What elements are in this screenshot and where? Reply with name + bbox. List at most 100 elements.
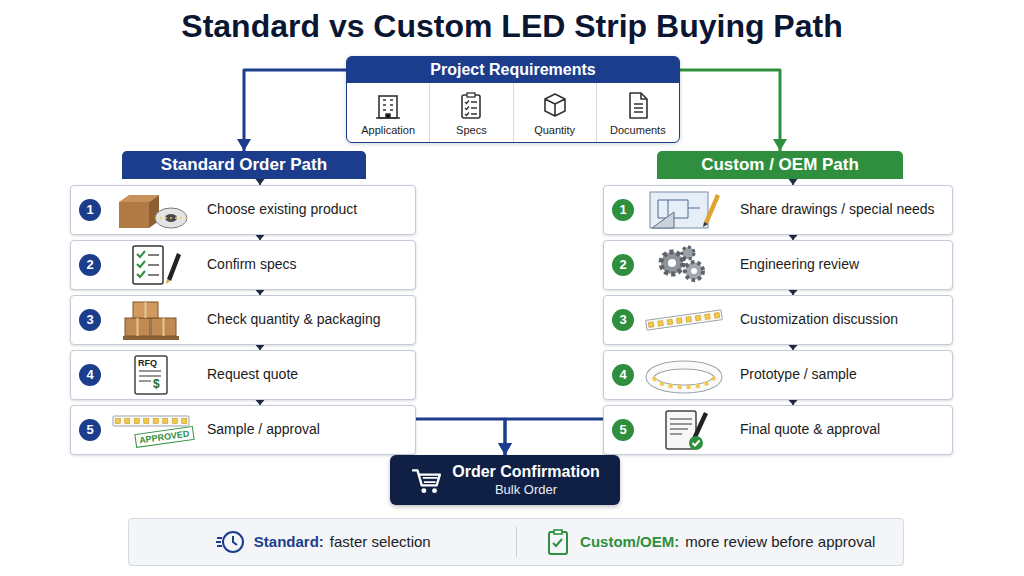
callout-number: 4 [612, 364, 634, 386]
icon-rect [646, 310, 723, 330]
icon-rect [125, 419, 130, 424]
arrowhead [498, 443, 512, 455]
icon-svg [456, 90, 486, 120]
icon-path [166, 279, 170, 284]
icon-path [692, 412, 708, 440]
connector-line [416, 419, 505, 455]
icon-path [545, 94, 565, 116]
icon-pallet [109, 298, 193, 342]
band-key: Standard: [254, 532, 324, 552]
order-box: Order ConfirmationBulk Order [390, 455, 620, 505]
icon-circle [661, 252, 683, 274]
arrowhead [773, 139, 787, 151]
band-divider [516, 527, 517, 557]
icon-path [652, 212, 674, 228]
icon-label: RFQ [138, 358, 157, 368]
icon-path [634, 104, 643, 112]
step-label: Final quote & approval [740, 421, 944, 439]
icon-rect [667, 319, 673, 325]
icon-rect [163, 419, 168, 424]
icon-path [703, 222, 708, 227]
icon-rect [554, 530, 562, 534]
icon-circle [689, 436, 703, 450]
icon-path [658, 200, 700, 218]
connector-line [244, 70, 346, 151]
icon-path [465, 101, 477, 116]
connector [680, 70, 787, 151]
callout-number: 2 [79, 254, 101, 276]
icon-label: $ [153, 377, 160, 391]
callout-number: 4 [79, 364, 101, 386]
icon-path [423, 478, 438, 482]
process-box: 1Share drawings / special needs [603, 185, 953, 235]
process-box: 1Choose existing product [70, 185, 416, 235]
icon-boxreel [109, 188, 193, 232]
icon-path [553, 539, 562, 546]
icon-svg [109, 243, 193, 287]
icon-path [654, 377, 714, 387]
diagram-title: Standard vs Custom LED Strip Buying Path [0, 4, 1024, 48]
icon-rect [658, 320, 664, 326]
icon-circle [432, 488, 437, 493]
arrowhead [498, 443, 512, 455]
step-label: Sample / approval [207, 421, 407, 439]
icon-cube [540, 90, 570, 120]
icon-svg [109, 298, 193, 342]
icon-rect [115, 419, 120, 424]
step-label: Prototype / sample [740, 366, 944, 384]
icon-clock [214, 527, 246, 557]
summary-band: Standard:faster selectionCustom/OEM:more… [128, 518, 904, 566]
icon-rect [650, 192, 708, 228]
icon-svg [544, 527, 572, 557]
icon-svg [109, 188, 193, 232]
step-label: Request quote [207, 366, 407, 384]
icon-checklist [109, 243, 193, 287]
icon-rect [133, 246, 163, 284]
icon-path [138, 302, 164, 336]
path-title: Custom / OEM Path [663, 154, 897, 176]
icon-svg [642, 353, 726, 397]
icon-coil [642, 353, 726, 397]
requirements-box: Project RequirementsApplicationSpecsQuan… [346, 56, 680, 143]
icon-cart [410, 465, 442, 495]
icon-path [167, 253, 181, 281]
icon-rect [144, 419, 149, 424]
icon-ellipse [650, 365, 718, 389]
requirement-label: Quantity [516, 124, 594, 137]
icon-path [693, 441, 700, 446]
requirement-label: Specs [432, 124, 510, 137]
icon-path [148, 255, 159, 275]
icon-rect [695, 315, 701, 321]
icon-svg [373, 90, 403, 120]
icon-rect [676, 318, 682, 324]
icon-svg [642, 243, 726, 287]
process-box: 2Confirm specs [70, 240, 416, 290]
icon-circle [422, 488, 427, 493]
process-box: 2Engineering review [603, 240, 953, 290]
connector [416, 419, 512, 455]
requirement-cell: Documents [596, 83, 679, 142]
callout-number: 3 [612, 309, 634, 331]
box-heading: Project Requirements [347, 57, 679, 83]
icon-svg [410, 465, 442, 495]
icon-path [670, 419, 692, 434]
callout-number: 1 [79, 199, 101, 221]
callout-number: 2 [612, 254, 634, 276]
path-header: Standard Order Path [122, 151, 366, 179]
process-box: 3Check quantity & packaging [70, 295, 416, 345]
connector-line [680, 70, 780, 151]
icon-circle [685, 262, 703, 280]
icon-svg [642, 298, 726, 342]
band-note: more review before approval [685, 532, 875, 552]
connector [498, 419, 603, 455]
icon-svg [540, 90, 570, 120]
icon-svg [642, 408, 726, 452]
icon-circle [668, 259, 676, 267]
icon-rect [153, 419, 158, 424]
icon-rect [182, 419, 187, 424]
icon-doc [623, 90, 653, 120]
icon-svg [642, 188, 726, 232]
step-label: Share drawings / special needs [740, 201, 944, 219]
icon-path [216, 538, 222, 546]
